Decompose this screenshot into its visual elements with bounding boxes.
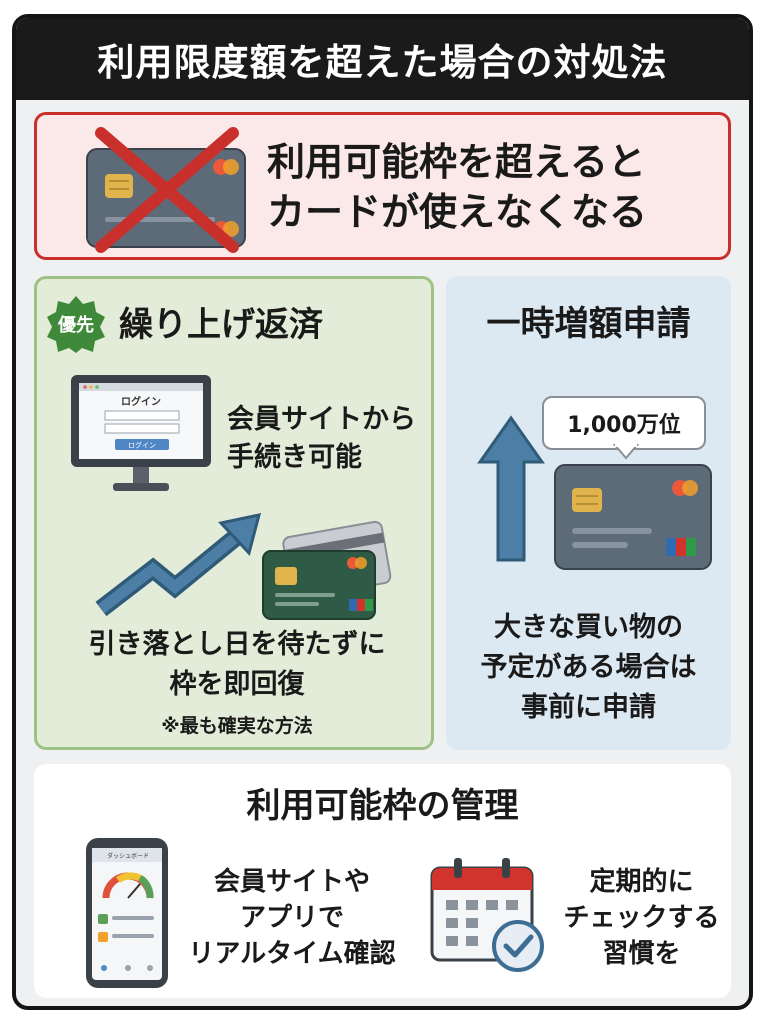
note-text: ※最も確実な方法 [161, 715, 313, 737]
bubble-tail [612, 444, 640, 460]
infographic-frame: 利用限度額を超えた場合の対処法 利用可能枠を超えると カードが使えなくなる 優先… [12, 14, 753, 1010]
warning-line-2: カードが使えなくなる [267, 190, 648, 234]
big-line-3: 事前に申請 [521, 692, 656, 723]
page-title: 利用限度額を超えた場合の対処法 [16, 18, 749, 100]
increase-heading: 一時増額申請 [486, 304, 691, 344]
check-line-3: 習慣を [602, 939, 681, 969]
big-line-1: 大きな買い物の [494, 612, 683, 643]
credit-cards-icon [262, 520, 392, 620]
warning-text: 利用可能枠を超えると カードが使えなくなる [267, 137, 647, 237]
smartphone-icon: ダッシュボード [86, 838, 168, 988]
app-line-3: リアルタイム確認 [188, 939, 396, 969]
routine-check-text: 定期的に チェックする 習慣を [554, 864, 729, 972]
drop-line-2: 枠を即回復 [169, 669, 305, 700]
badge-label: 優先 [58, 315, 94, 336]
drop-line-1: 引き落とし日を待たずに [88, 629, 386, 660]
member-site-text: 会員サイトから 手続き可能 [227, 401, 416, 477]
credit-card-icon [554, 464, 712, 570]
trend-up-arrow-icon [95, 513, 261, 617]
check-line-2: チェックする [563, 903, 720, 933]
warning-box: 利用可能枠を超えると カードが使えなくなる [34, 112, 731, 260]
calendar-check-icon [430, 858, 544, 972]
manage-panel: 利用可能枠の管理 ダッシュボード 会員サイトや アプリで リアルタイム確認 [34, 764, 731, 998]
prepay-heading: 繰り上げ返済 [119, 305, 323, 345]
amount-bubble: 1,000万位 [542, 396, 706, 450]
increase-panel: 一時増額申請 1,000万位 大きな買い物の 予定がある場合は 事前に申請 [446, 276, 731, 750]
member-line-1: 会員サイトから [227, 404, 416, 435]
login-title: ログイン [121, 395, 161, 408]
big-purchase-text: 大きな買い物の 予定がある場合は 事前に申請 [446, 608, 731, 728]
login-button: ログイン [128, 441, 156, 450]
warning-line-1: 利用可能枠を超えると [267, 140, 646, 184]
dashboard-label: ダッシュボード [107, 852, 149, 860]
up-arrow-icon [477, 415, 545, 562]
member-line-2: 手続き可能 [227, 442, 362, 473]
check-line-1: 定期的に [589, 867, 694, 897]
big-line-2: 予定がある場合は [480, 652, 697, 683]
drop-date-text: 引き落とし日を待たずに 枠を即回復 [37, 625, 437, 705]
priority-badge: 優先 [47, 295, 105, 353]
app-line-1: 会員サイトや [213, 867, 370, 897]
crossed-card-icon [86, 127, 246, 253]
app-line-2: アプリで [239, 903, 344, 933]
app-check-text: 会員サイトや アプリで リアルタイム確認 [182, 864, 402, 972]
manage-heading: 利用可能枠の管理 [246, 786, 519, 826]
prepay-panel: 優先 繰り上げ返済 ログイン ログイン 会員サイトから 手続き可能 [34, 276, 434, 750]
monitor-icon: ログイン ログイン [71, 375, 211, 491]
